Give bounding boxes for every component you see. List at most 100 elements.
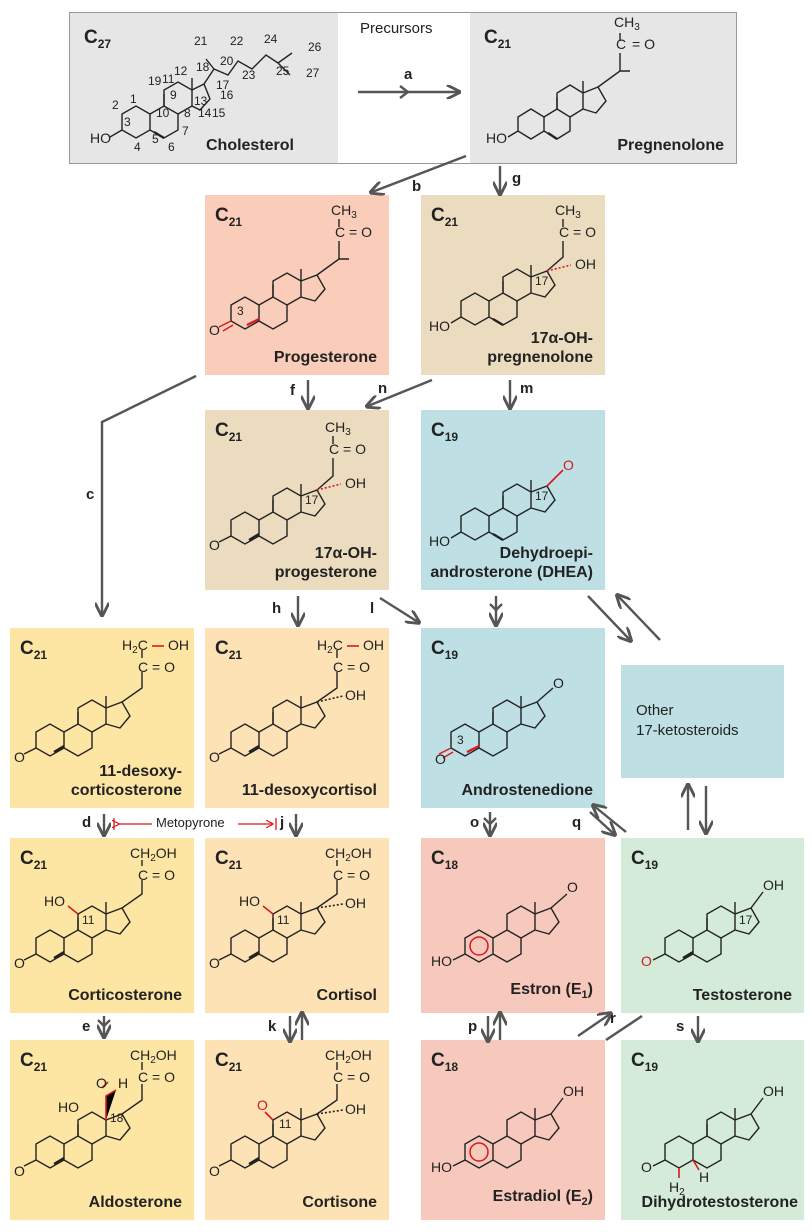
compound-name: Pregnenolone [617, 137, 724, 154]
box-cortisone: C21 Cortisone O O OH 11 CH2OH C = O [205, 1040, 389, 1220]
svg-text:CH3: CH3 [614, 14, 640, 33]
svg-text:22: 22 [230, 34, 244, 48]
label-b: b [412, 178, 422, 195]
label-e: e [82, 1018, 91, 1035]
svg-text:18: 18 [196, 60, 210, 74]
svg-text:= O: = O [573, 224, 596, 240]
label-o: o [470, 814, 480, 831]
svg-text:14: 14 [198, 106, 212, 120]
compound-name: Estron (E1) [510, 980, 593, 1001]
dihydrotestosterone-structure: O OH H2 H [641, 1083, 784, 1198]
compound-name: Testosterone [692, 987, 792, 1004]
box-17oh-pregnenolone: C21 17α-OH-pregnenolone HO OH 17 CH3 C =… [421, 195, 605, 375]
carbon-count: C21 [20, 848, 48, 872]
arrow-b [372, 154, 467, 192]
svg-text:21: 21 [194, 34, 208, 48]
box-pregnenolone: C21 Pregnenolone HO CH3 C = O [470, 13, 736, 163]
inhibitor-label: Metopyrone [156, 815, 225, 830]
carbon-count: C18 [431, 1050, 459, 1074]
svg-text:6: 6 [168, 140, 175, 154]
svg-text:4: 4 [134, 140, 141, 154]
svg-text:11: 11 [279, 1117, 292, 1131]
svg-text:= O: = O [343, 441, 366, 457]
estron-structure: HO O [431, 879, 578, 969]
svg-text:= O: = O [347, 867, 370, 883]
svg-text:27: 27 [306, 66, 320, 80]
cortisol-structure: O HO OH 11 CH2OH C = O [209, 845, 372, 971]
svg-text:1: 1 [130, 92, 137, 106]
label-p: p [468, 1018, 478, 1035]
aldosterone-structure: O HO O H 18 CH2OH C = O [14, 1047, 177, 1179]
svg-text:H2C: H2C [122, 637, 148, 656]
svg-text:C: C [333, 1069, 343, 1085]
svg-text:HO: HO [429, 533, 450, 549]
svg-text:O: O [96, 1075, 107, 1091]
svg-text:O: O [14, 1163, 25, 1179]
compound-name: Estradiol (E2) [492, 1187, 593, 1208]
svg-text:OH: OH [575, 256, 596, 272]
arrow-q [589, 811, 614, 834]
svg-text:= O: = O [152, 1069, 175, 1085]
svg-text:HO: HO [90, 130, 111, 146]
carbon-count: C21 [215, 638, 243, 662]
svg-text:OH: OH [168, 637, 189, 653]
svg-text:11: 11 [277, 913, 290, 927]
carbon-count: C19 [631, 1050, 659, 1074]
svg-text:15: 15 [212, 106, 226, 120]
carbon-count: C21 [215, 420, 243, 444]
box-androstenedione: C19 Androstenedione O O 3 [421, 628, 605, 808]
label-s: s [676, 1018, 685, 1035]
svg-text:C: C [335, 224, 345, 240]
box-cortisol: C21 Cortisol O HO OH 11 CH2OH C = O [205, 838, 389, 1013]
svg-text:23: 23 [242, 68, 256, 82]
compound-name: Cholesterol [205, 137, 294, 154]
carbon-count: C21 [431, 205, 459, 229]
svg-text:HO: HO [431, 1159, 452, 1175]
svg-text:CH3: CH3 [325, 419, 351, 438]
svg-text:3: 3 [457, 733, 464, 747]
carbon-count: C21 [20, 1050, 48, 1074]
svg-text:3: 3 [124, 115, 131, 129]
box-progesterone: C21 Progesterone O 3 CH3 C = O [205, 195, 389, 375]
svg-text:HO: HO [44, 893, 65, 909]
svg-text:11: 11 [162, 72, 175, 86]
svg-text:= O: = O [152, 659, 175, 675]
carbon-count: C21 [215, 1050, 243, 1074]
svg-text:19: 19 [148, 74, 162, 88]
box-11-desoxycorticosterone: C21 11-desoxy-corticosterone O H2C OH C … [10, 628, 194, 808]
svg-text:= O: = O [152, 867, 175, 883]
compound-name: Androstenedione [461, 782, 593, 799]
svg-text:10: 10 [156, 106, 170, 120]
carbon-count: C19 [431, 638, 459, 662]
label-j: j [280, 814, 285, 831]
label-r: r [610, 1010, 616, 1027]
svg-text:O: O [435, 751, 446, 767]
svg-text:3: 3 [237, 304, 244, 318]
svg-text:C: C [616, 36, 626, 52]
svg-text:25: 25 [276, 64, 290, 78]
svg-text:O: O [209, 537, 220, 553]
svg-text:OH: OH [345, 895, 366, 911]
svg-text:OH: OH [563, 1083, 584, 1099]
svg-text:CH3: CH3 [331, 202, 357, 221]
svg-text:O: O [563, 457, 574, 473]
svg-text:O: O [209, 1163, 220, 1179]
svg-text:OH: OH [345, 687, 366, 703]
arrow-l [379, 596, 418, 622]
svg-text:H2C: H2C [317, 637, 343, 656]
17oh-progesterone-structure: O OH 17 CH3 C = O [209, 419, 366, 553]
label-k: k [268, 1018, 277, 1035]
box-testosterone: C19 Testosterone O OH 17 [621, 838, 804, 1013]
carbon-count: C21 [20, 638, 48, 662]
arrow-c [102, 374, 197, 614]
label-l: l [370, 600, 375, 617]
label-q: q [572, 814, 582, 831]
box-estradiol: C18 Estradiol (E2) HO OH [421, 1040, 605, 1220]
svg-text:O: O [257, 1097, 268, 1113]
progesterone-structure: O 3 CH3 C = O [209, 202, 372, 338]
svg-text:H: H [699, 1169, 709, 1185]
svg-text:7: 7 [182, 124, 189, 138]
svg-text:O: O [209, 322, 220, 338]
svg-text:CH2OH: CH2OH [130, 1047, 177, 1066]
